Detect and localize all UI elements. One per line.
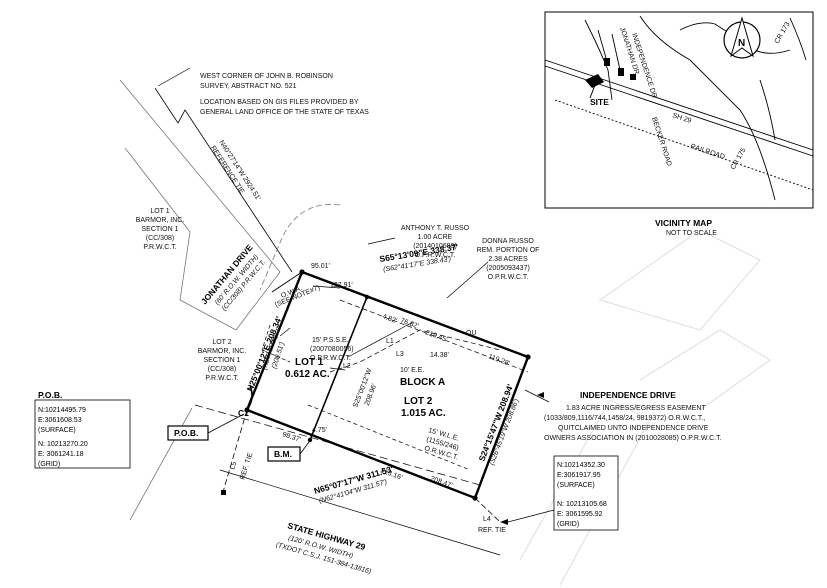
dim-127: 127.91' <box>330 282 353 289</box>
donna-russo-line-3: 2.38 ACRES <box>488 256 528 263</box>
east-line-bearing: S24°15'47"W 208.94' (S26°45'19"W 208.86'… <box>477 383 521 467</box>
lot2-barmor-line-4: (CC/308) <box>208 366 236 373</box>
vicinity-site: SITE <box>590 97 609 107</box>
lot2-barmor-line-1: LOT 2 <box>212 339 231 346</box>
donna-russo-line-5: O.P.R.W.C.T. <box>488 274 529 281</box>
west-corner-line-2: SURVEY, ABSTRACT NO. 521 <box>200 83 297 90</box>
east-coord-box: N:10214352.30 E:3061917.95 (SURFACE) N: … <box>507 455 619 531</box>
lot1-barmor-line-2: BARMOR, INC. <box>136 217 185 224</box>
independence-line-4: OWNERS ASSOCIATION IN (2010028085) O.P.R… <box>544 435 722 442</box>
ref-tie-east: REF. TIE <box>478 527 506 534</box>
jonathan-drive-label: JONATHAN DRIVE (60' R.O.W. WIDTH) (CC/30… <box>199 242 267 312</box>
independence-line-2: (1033/809,1116/744,1458/24, 9819372) O.R… <box>544 415 705 422</box>
lot1-barmor-line-1: LOT 1 <box>150 208 169 215</box>
psse-line-1: 15' P.S.S.E. <box>312 337 349 344</box>
lot1-barmor-line-5: P.R.W.C.T. <box>143 244 176 251</box>
independence-line-1: 1.83 ACRE INGRESS/EGRESS EASEMENT <box>566 405 706 412</box>
east-grid-n: N: 10213105.68 <box>557 501 607 508</box>
block-label: BLOCK A <box>400 377 445 388</box>
independence-title: INDEPENDENCE DRIVE <box>580 390 676 400</box>
pob-grid-e: E: 3061241.18 <box>38 451 84 458</box>
dim-119: 119.28' <box>487 353 510 367</box>
dim-76: 76.82' <box>399 317 419 330</box>
lot1-barmor-label: LOT 1 BARMOR, INC. SECTION 1 (CC/308) P.… <box>136 208 185 251</box>
leader-lines <box>279 237 550 403</box>
dim-14: 14.38' <box>430 352 449 359</box>
psse-line-3: O.P.R.W.C.T. <box>310 355 351 362</box>
reference-tie-label: N40°27'14"W 2924.51' REFERENCE TIE <box>209 139 262 202</box>
pob-surface-label: (SURFACE) <box>38 427 76 434</box>
east-surface-e: E:3061917.95 <box>557 472 601 479</box>
lot-labels: LOT 1 0.612 AC. BLOCK A LOT 2 1.015 AC. <box>285 357 446 419</box>
west-corner-line-1: WEST CORNER OF JOHN B. ROBINSON <box>200 73 333 80</box>
vicinity-map: SITE N JONATHAN DR INDEPENDENCE DR BECKE… <box>544 11 814 209</box>
lot1-title: LOT 1 <box>295 357 324 368</box>
location-line-2: GENERAL LAND OFFICE OF THE STATE OF TEXA… <box>200 109 369 116</box>
vicinity-title: VICINITY MAP <box>655 218 712 228</box>
location-line-1: LOCATION BASED ON GIS FILES PROVIDED BY <box>200 99 359 106</box>
l1-label: L1 <box>386 338 394 345</box>
donna-russo-line-4: (2005093437) <box>486 265 530 272</box>
pob-box: P.O.B. N:10214495.79 E:3061608.53 (SURFA… <box>34 390 131 469</box>
anthony-russo-line-2: 1.00 ACRE <box>418 234 453 241</box>
pob-surface-n: N:10214495.79 <box>38 407 86 414</box>
anthony-russo-line-4: O.P.R.W.C.T. <box>415 252 456 259</box>
c1-label: C1 <box>238 408 249 418</box>
pob-grid-label: (GRID) <box>38 461 60 468</box>
independence-drive-label: INDEPENDENCE DRIVE 1.83 ACRE INGRESS/EGR… <box>544 390 722 442</box>
east-surface-label: (SURFACE) <box>557 482 595 489</box>
dim-4b: 4.75' <box>312 427 327 434</box>
mid-line-bearing: S25°00'12"W 208.96' <box>351 367 378 409</box>
east-grid-label: (GRID) <box>557 521 579 528</box>
highway-label: STATE HIGHWAY 29 (120' R.O.W. WIDTH) (TX… <box>275 520 372 575</box>
ref-tie-west: REF. TIE <box>239 452 254 481</box>
east-grid-e: E: 3061595.92 <box>557 511 603 518</box>
dim-98: 98.37' <box>281 431 301 443</box>
anthony-russo-line-3: (2014010699) <box>413 243 457 250</box>
pob-tag-text: P.O.B. <box>174 428 198 438</box>
l3-label: L3 <box>396 351 404 358</box>
psse-line-2: (2007080056) <box>310 346 354 353</box>
lot2-barmor-line-2: BARMOR, INC. <box>198 348 247 355</box>
north-arrow-icon: N <box>723 16 761 59</box>
lot2-area: 1.015 AC. <box>401 408 446 419</box>
ref-tie-lines <box>222 409 501 523</box>
donna-russo-line-1: DONNA RUSSO <box>482 238 534 245</box>
west-corner-note: WEST CORNER OF JOHN B. ROBINSON SURVEY, … <box>200 73 369 116</box>
pob-tag: P.O.B. <box>167 413 245 441</box>
lot2-barmor-line-5: P.R.W.C.T. <box>205 375 238 382</box>
reference-tie <box>154 67 293 273</box>
pob-surface-e: E:3061608.53 <box>38 417 82 424</box>
dim-219: 219.45' <box>424 329 448 343</box>
easement-lines <box>261 285 529 471</box>
donna-russo-line-2: REM. PORTION OF <box>477 247 540 254</box>
north-letter: N <box>738 38 745 49</box>
vicinity-subtitle: NOT TO SCALE <box>666 230 717 237</box>
pob-box-title: P.O.B. <box>38 390 62 400</box>
l4-label: L4 <box>483 516 491 523</box>
l2-label: L2 <box>343 363 351 370</box>
bm-tag: B.M. <box>267 441 310 462</box>
bm-tag-text: B.M. <box>274 449 292 459</box>
south-line-bearing: N65°07'17"W 311.53' (N62°41'04"W 311.57'… <box>313 464 394 505</box>
lot1-barmor-line-4: (CC/308) <box>146 235 174 242</box>
anthony-russo-line-1: ANTHONY T. RUSSO <box>401 225 470 232</box>
independence-line-3: QUITCLAIMED UNTO INDEPENDENCE DRIVE <box>558 425 709 432</box>
anthony-russo-label: ANTHONY T. RUSSO 1.00 ACRE (2014010699) … <box>401 225 470 259</box>
lot1-barmor-line-3: SECTION 1 <box>142 226 179 233</box>
dim-208: 208.47' <box>429 475 453 489</box>
lot2-barmor-label: LOT 2 BARMOR, INC. SECTION 1 (CC/308) P.… <box>198 339 247 382</box>
lot1-area: 0.612 AC. <box>285 369 330 380</box>
ee-label: 10' E.E. <box>400 367 424 374</box>
lot2-title: LOT 2 <box>404 396 433 407</box>
east-surface-n: N:10214352.30 <box>557 462 605 469</box>
ou-label: OU <box>466 330 477 337</box>
donna-russo-label: DONNA RUSSO REM. PORTION OF 2.38 ACRES (… <box>477 238 540 281</box>
dim-95: 95.01' <box>311 263 330 270</box>
lot2-barmor-line-3: SECTION 1 <box>204 357 241 364</box>
l5-label: L5 <box>229 461 238 471</box>
pob-grid-n: N: 10213270.20 <box>38 441 88 448</box>
dim-4: 4.82' <box>381 313 397 325</box>
